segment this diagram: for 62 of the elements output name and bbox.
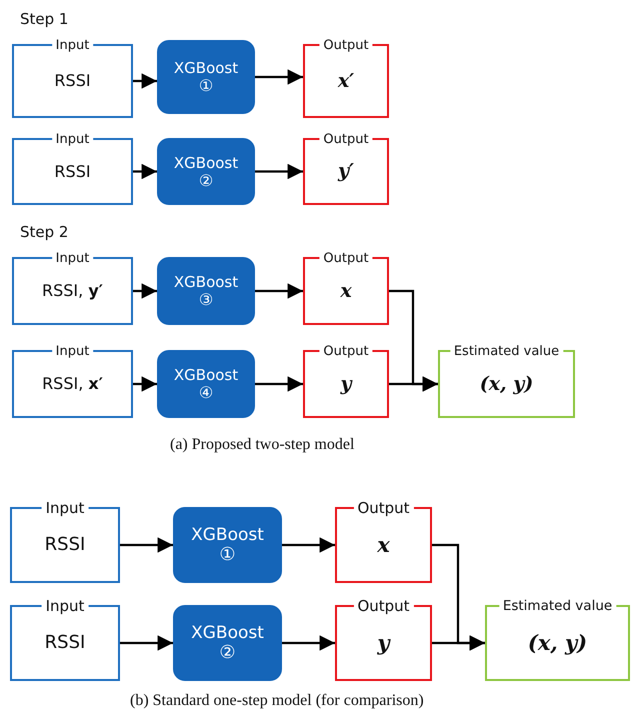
input-text: RSSI	[44, 534, 86, 556]
box-heading: Output	[353, 499, 414, 518]
arrow	[282, 537, 335, 553]
model-name: XGBoost	[191, 524, 264, 546]
model-number: ①	[198, 77, 214, 95]
value-text: (x, y)	[480, 372, 534, 396]
model-box	[157, 257, 255, 325]
model-name: XGBoost	[174, 154, 238, 172]
input-text: RSSI	[54, 162, 91, 182]
model-number: ④	[198, 384, 214, 402]
box-heading: Output	[319, 132, 373, 147]
arrow	[255, 164, 303, 180]
step-label: Step 1	[20, 10, 68, 28]
model-box	[157, 40, 255, 114]
model-box	[157, 138, 255, 205]
value-text: y′	[338, 160, 354, 183]
box-heading: Output	[319, 344, 373, 359]
caption: (a) Proposed two-step model	[170, 436, 354, 454]
model-box	[157, 350, 255, 418]
value-text: x	[377, 532, 390, 558]
model-name: XGBoost	[174, 273, 238, 292]
value-text: x	[340, 280, 352, 302]
caption: (b) Standard one-step model (for comparison)	[130, 692, 424, 710]
arrow	[255, 69, 303, 85]
box-heading: Input	[42, 499, 88, 518]
arrow	[255, 283, 303, 299]
input-text: RSSI	[44, 632, 86, 654]
model-box	[173, 507, 282, 583]
value-text: x′	[338, 70, 354, 92]
model-number: ②	[219, 643, 236, 664]
value-text: (x, y)	[528, 630, 588, 656]
arrow	[133, 164, 157, 180]
arrow	[120, 635, 173, 651]
value-text: y	[377, 630, 390, 656]
arrow	[133, 376, 157, 392]
box-heading: Input	[42, 597, 88, 616]
model-number: ②	[198, 172, 214, 190]
arrow	[255, 376, 303, 392]
model-box	[173, 605, 282, 681]
box-heading: Input	[52, 132, 94, 147]
box-heading: Input	[52, 250, 94, 266]
arrow	[133, 73, 157, 89]
model-name: XGBoost	[191, 622, 264, 644]
step-label: Step 2	[20, 223, 68, 241]
box-heading: Input	[52, 344, 94, 359]
box-heading: Input	[52, 38, 94, 53]
input-text: RSSI	[54, 71, 91, 91]
arrow	[133, 283, 157, 299]
model-name: XGBoost	[174, 59, 238, 78]
model-number: ①	[219, 545, 236, 566]
arrow	[432, 635, 485, 651]
input-text: RSSI, x′	[42, 374, 103, 394]
arrow	[389, 376, 438, 392]
input-text: RSSI, y′	[42, 281, 103, 301]
box-heading: Output	[319, 38, 373, 53]
box-heading: Output	[319, 250, 373, 266]
arrow	[282, 635, 335, 651]
value-text: y	[340, 372, 352, 396]
model-name: XGBoost	[174, 366, 238, 384]
arrow	[120, 537, 173, 553]
model-number: ③	[198, 291, 214, 309]
box-heading: Output	[353, 597, 414, 616]
